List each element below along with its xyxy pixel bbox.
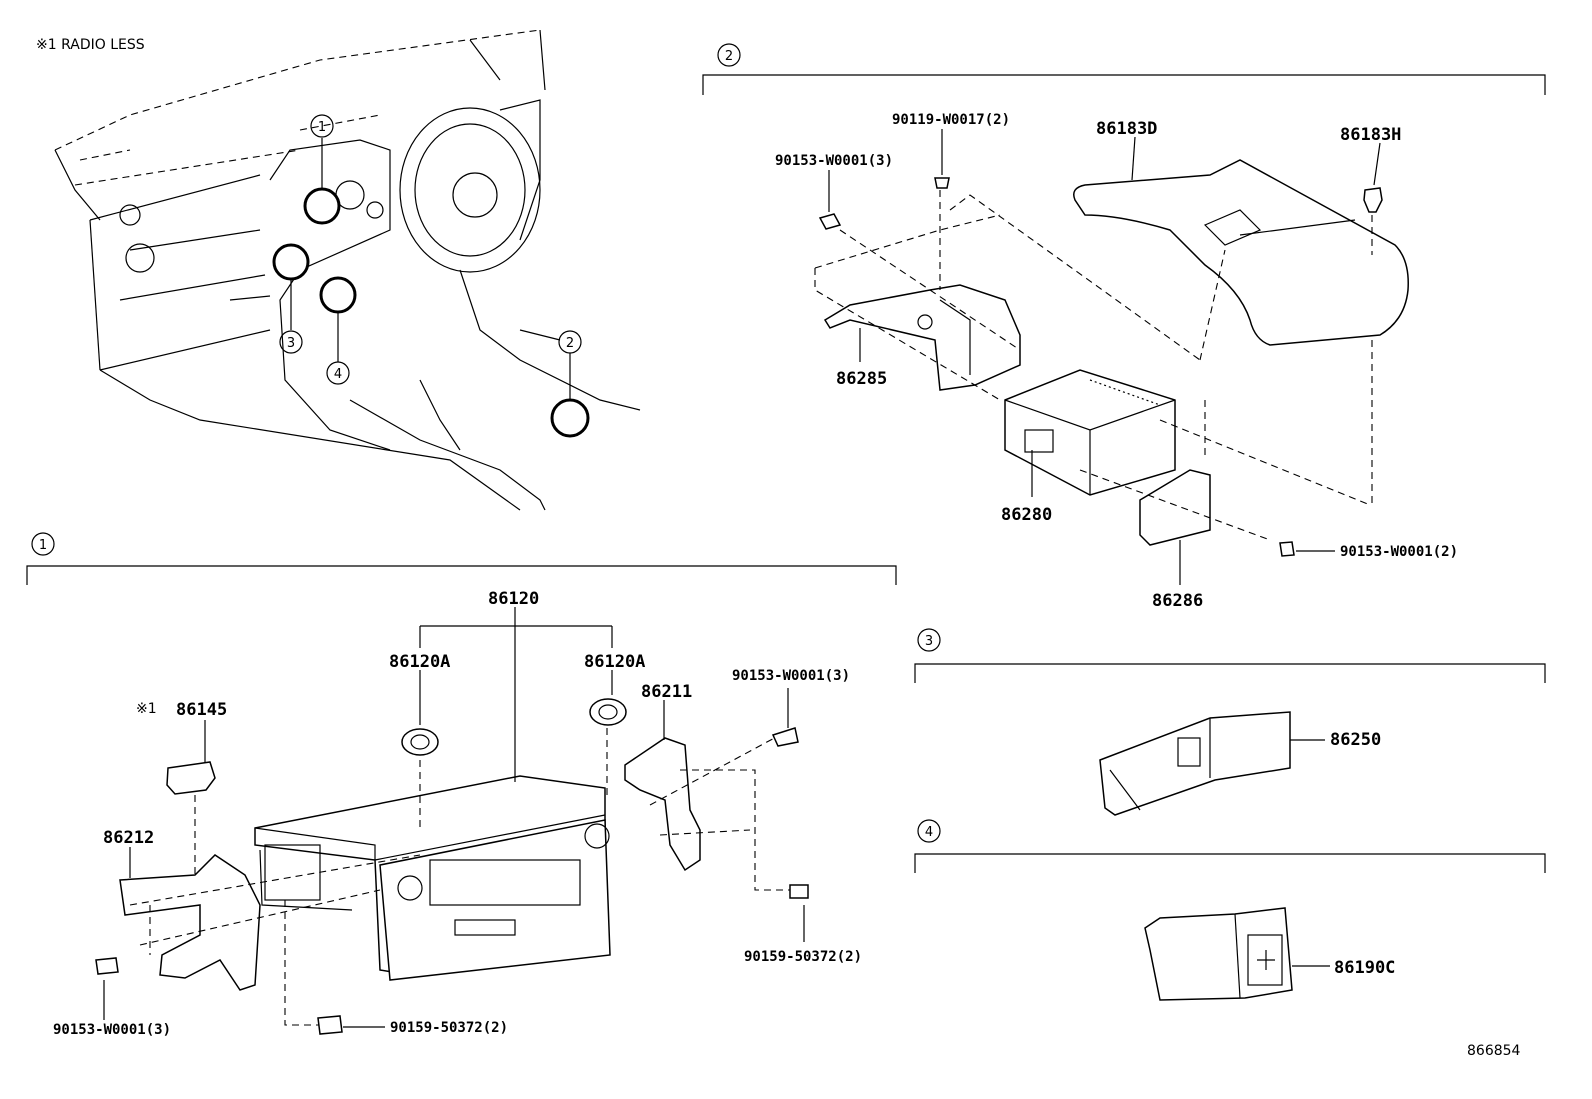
part-86145	[166, 761, 216, 795]
section-3-marker: 3	[925, 634, 933, 649]
label-86211: 86211	[641, 682, 692, 702]
section-2: 2	[702, 43, 1546, 611]
location-circle-2	[550, 398, 590, 438]
label-86250: 86250	[1330, 730, 1381, 750]
label-86286: 86286	[1152, 591, 1203, 611]
section-4: 4 86190C	[914, 819, 1546, 1001]
location-circle-4	[319, 276, 357, 314]
screw-90153-w0001-right	[1279, 541, 1295, 557]
label-screw-90159-50372-right: 90159-50372(2)	[744, 949, 862, 965]
part-86183d	[1073, 159, 1409, 346]
label-screw-90153-w0001-left: 90153-W0001(3)	[775, 153, 893, 169]
part-86250	[1099, 711, 1291, 816]
section-1-marker: 1	[39, 538, 47, 553]
knob-86120a-left	[401, 728, 439, 756]
label-screw-90119-w0017: 90119-W0017(2)	[892, 112, 1010, 128]
label-86280: 86280	[1001, 505, 1052, 525]
section-1: 1	[26, 532, 897, 1038]
callout-1: 1	[310, 114, 334, 138]
label-86190c: 86190C	[1334, 958, 1395, 978]
screw-90159-50372-right	[789, 884, 809, 899]
part-86183h	[1363, 187, 1383, 213]
label-86285: 86285	[836, 369, 887, 389]
section-4-marker: 4	[925, 825, 933, 840]
svg-text:1: 1	[318, 120, 326, 135]
label-86145: 86145	[176, 700, 227, 720]
screw-90119-w0017	[934, 177, 950, 189]
label-86120a-left: 86120A	[389, 652, 450, 672]
diagram-id: 866854	[1467, 1043, 1521, 1059]
screw-90153-w0001-left	[95, 957, 119, 975]
label-86120a-right: 86120A	[584, 652, 645, 672]
svg-text:3: 3	[287, 336, 295, 351]
label-screw-90153-w0001-left: 90153-W0001(3)	[53, 1022, 171, 1038]
label-screw-90153-w0001-right-top: 90153-W0001(3)	[732, 668, 850, 684]
radio-less-note: ※1 RADIO LESS	[36, 37, 145, 53]
callout-3: 3	[279, 330, 303, 354]
dashboard-overview	[54, 29, 641, 511]
section-2-marker: 2	[725, 49, 733, 64]
label-86183d: 86183D	[1096, 119, 1157, 139]
location-circle-1	[303, 187, 341, 225]
svg-text:4: 4	[334, 367, 342, 382]
label-86145-mark: ※1	[136, 701, 157, 717]
callout-2: 2	[558, 330, 582, 354]
label-screw-90153-w0001-right: 90153-W0001(2)	[1340, 544, 1458, 560]
label-86120: 86120	[488, 589, 539, 609]
label-screw-90159-50372-bottom: 90159-50372(2)	[390, 1020, 508, 1036]
location-circle-3	[272, 243, 310, 281]
svg-text:2: 2	[566, 336, 574, 351]
callout-4: 4	[326, 361, 350, 385]
part-86190c	[1144, 907, 1293, 1001]
part-86286	[1139, 469, 1211, 546]
screw-90153-w0001-right-top	[771, 727, 799, 747]
label-86212: 86212	[103, 828, 154, 848]
screw-90159-50372-bottom	[317, 1015, 343, 1035]
screw-90153-w0001-left	[818, 213, 842, 230]
section-3: 3 86250	[914, 628, 1546, 816]
part-86211	[624, 737, 701, 872]
knob-86120a-right	[589, 698, 627, 726]
label-86183h: 86183H	[1340, 125, 1401, 145]
